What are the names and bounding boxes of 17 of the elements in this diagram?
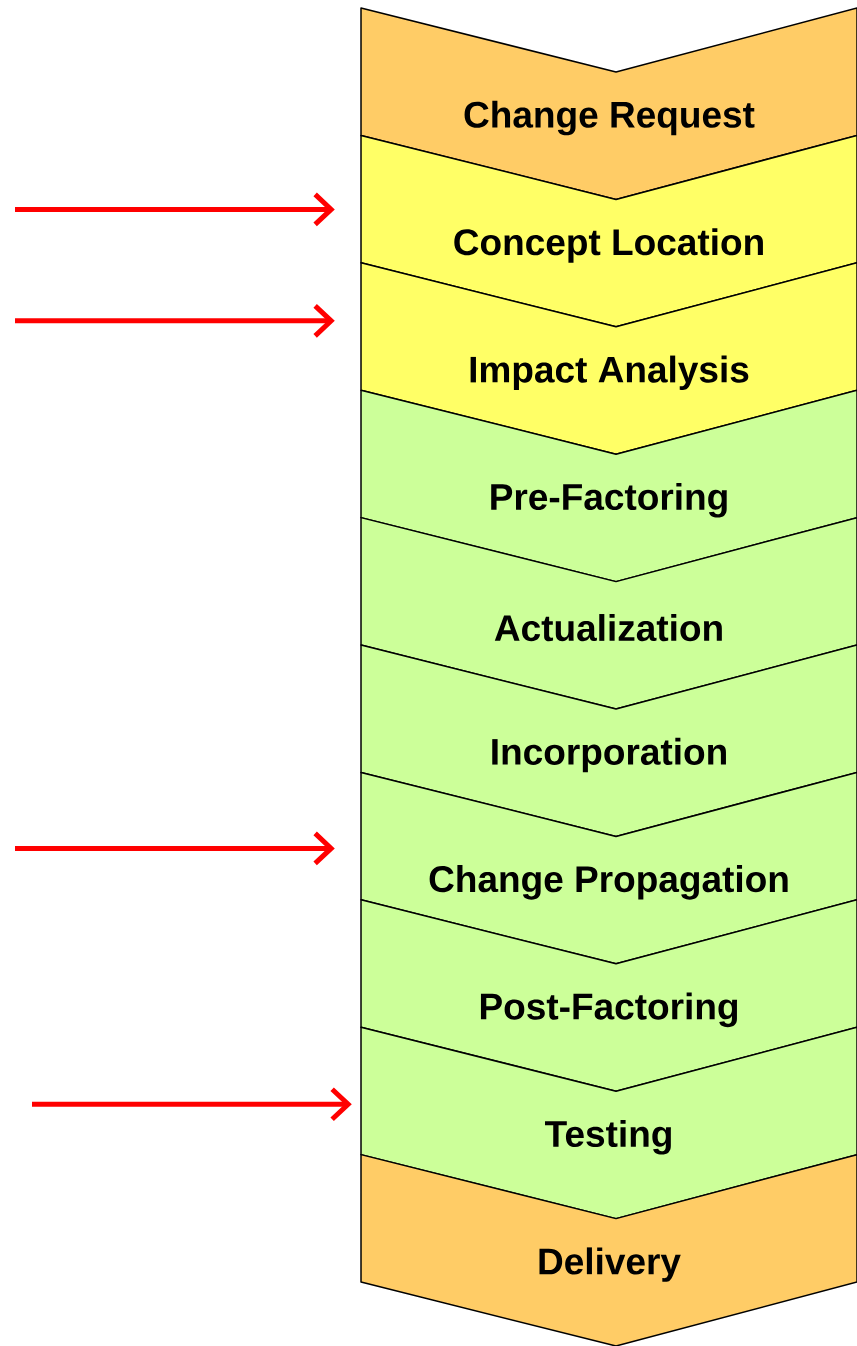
node-label: Impact Analysis [470, 355, 749, 391]
node-label: Post-Factoring [480, 992, 738, 1028]
node-label: Pre-Factoring [491, 482, 727, 518]
node-label: Incorporation [492, 737, 726, 773]
node-label: Change Propagation [429, 865, 788, 900]
arrow [15, 831, 335, 866]
chevron-band: Incorporation [360, 644, 857, 838]
chevron-band: Post-Factoring [360, 899, 857, 1092]
arrow [15, 192, 335, 227]
arrow [32, 1087, 352, 1122]
chevron-band: Change Request [360, 7, 857, 201]
node-label: Actualization [494, 614, 722, 642]
chevron-band: Pre-Factoring [360, 389, 857, 583]
node-label: Testing [545, 1119, 671, 1155]
node-label: Concept Location [454, 228, 763, 263]
arrow [15, 303, 335, 338]
chevron-band: Impact Analysis [360, 262, 857, 455]
